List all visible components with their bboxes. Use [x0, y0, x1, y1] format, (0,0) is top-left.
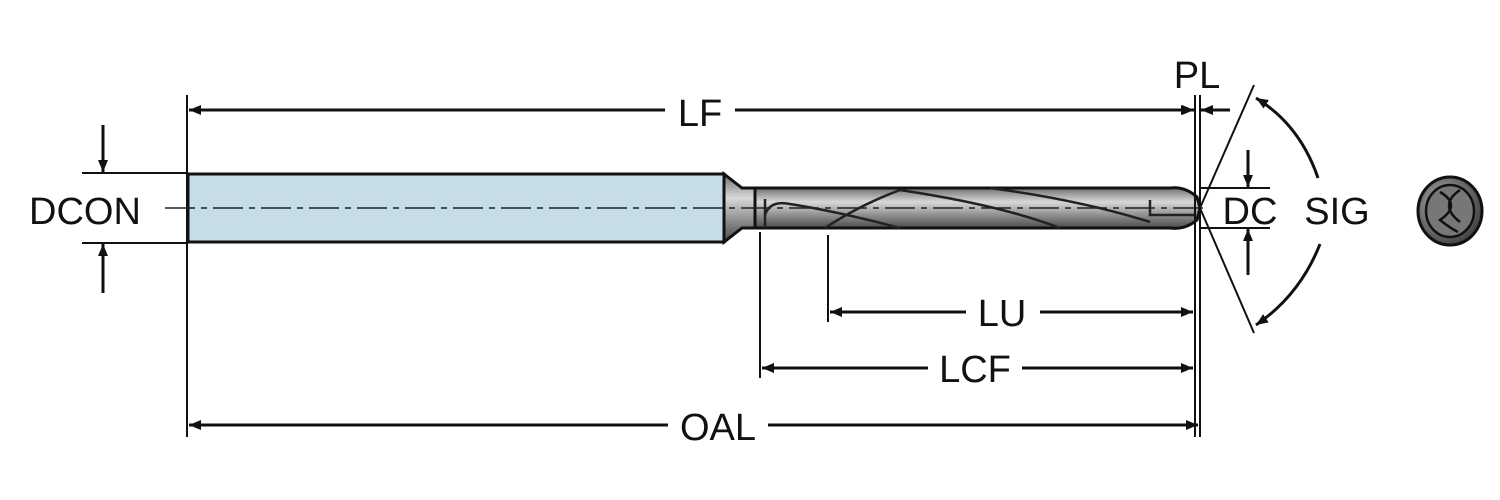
extension-lines	[82, 84, 1270, 437]
lf-label: LF	[678, 93, 722, 135]
oal-label: OAL	[680, 407, 756, 449]
sig-label: SIG	[1304, 191, 1369, 233]
sig-arc-bottom	[1255, 243, 1322, 327]
pl-label: PL	[1174, 55, 1220, 97]
flute-lines	[763, 186, 1195, 230]
lcf-label: LCF	[939, 349, 1011, 391]
sig-arc-top	[1255, 96, 1320, 179]
drill-end-view-icon	[1416, 175, 1484, 247]
dc-label: DC	[1223, 191, 1278, 233]
lu-label: LU	[978, 293, 1027, 335]
dcon-label: DCON	[29, 191, 141, 233]
